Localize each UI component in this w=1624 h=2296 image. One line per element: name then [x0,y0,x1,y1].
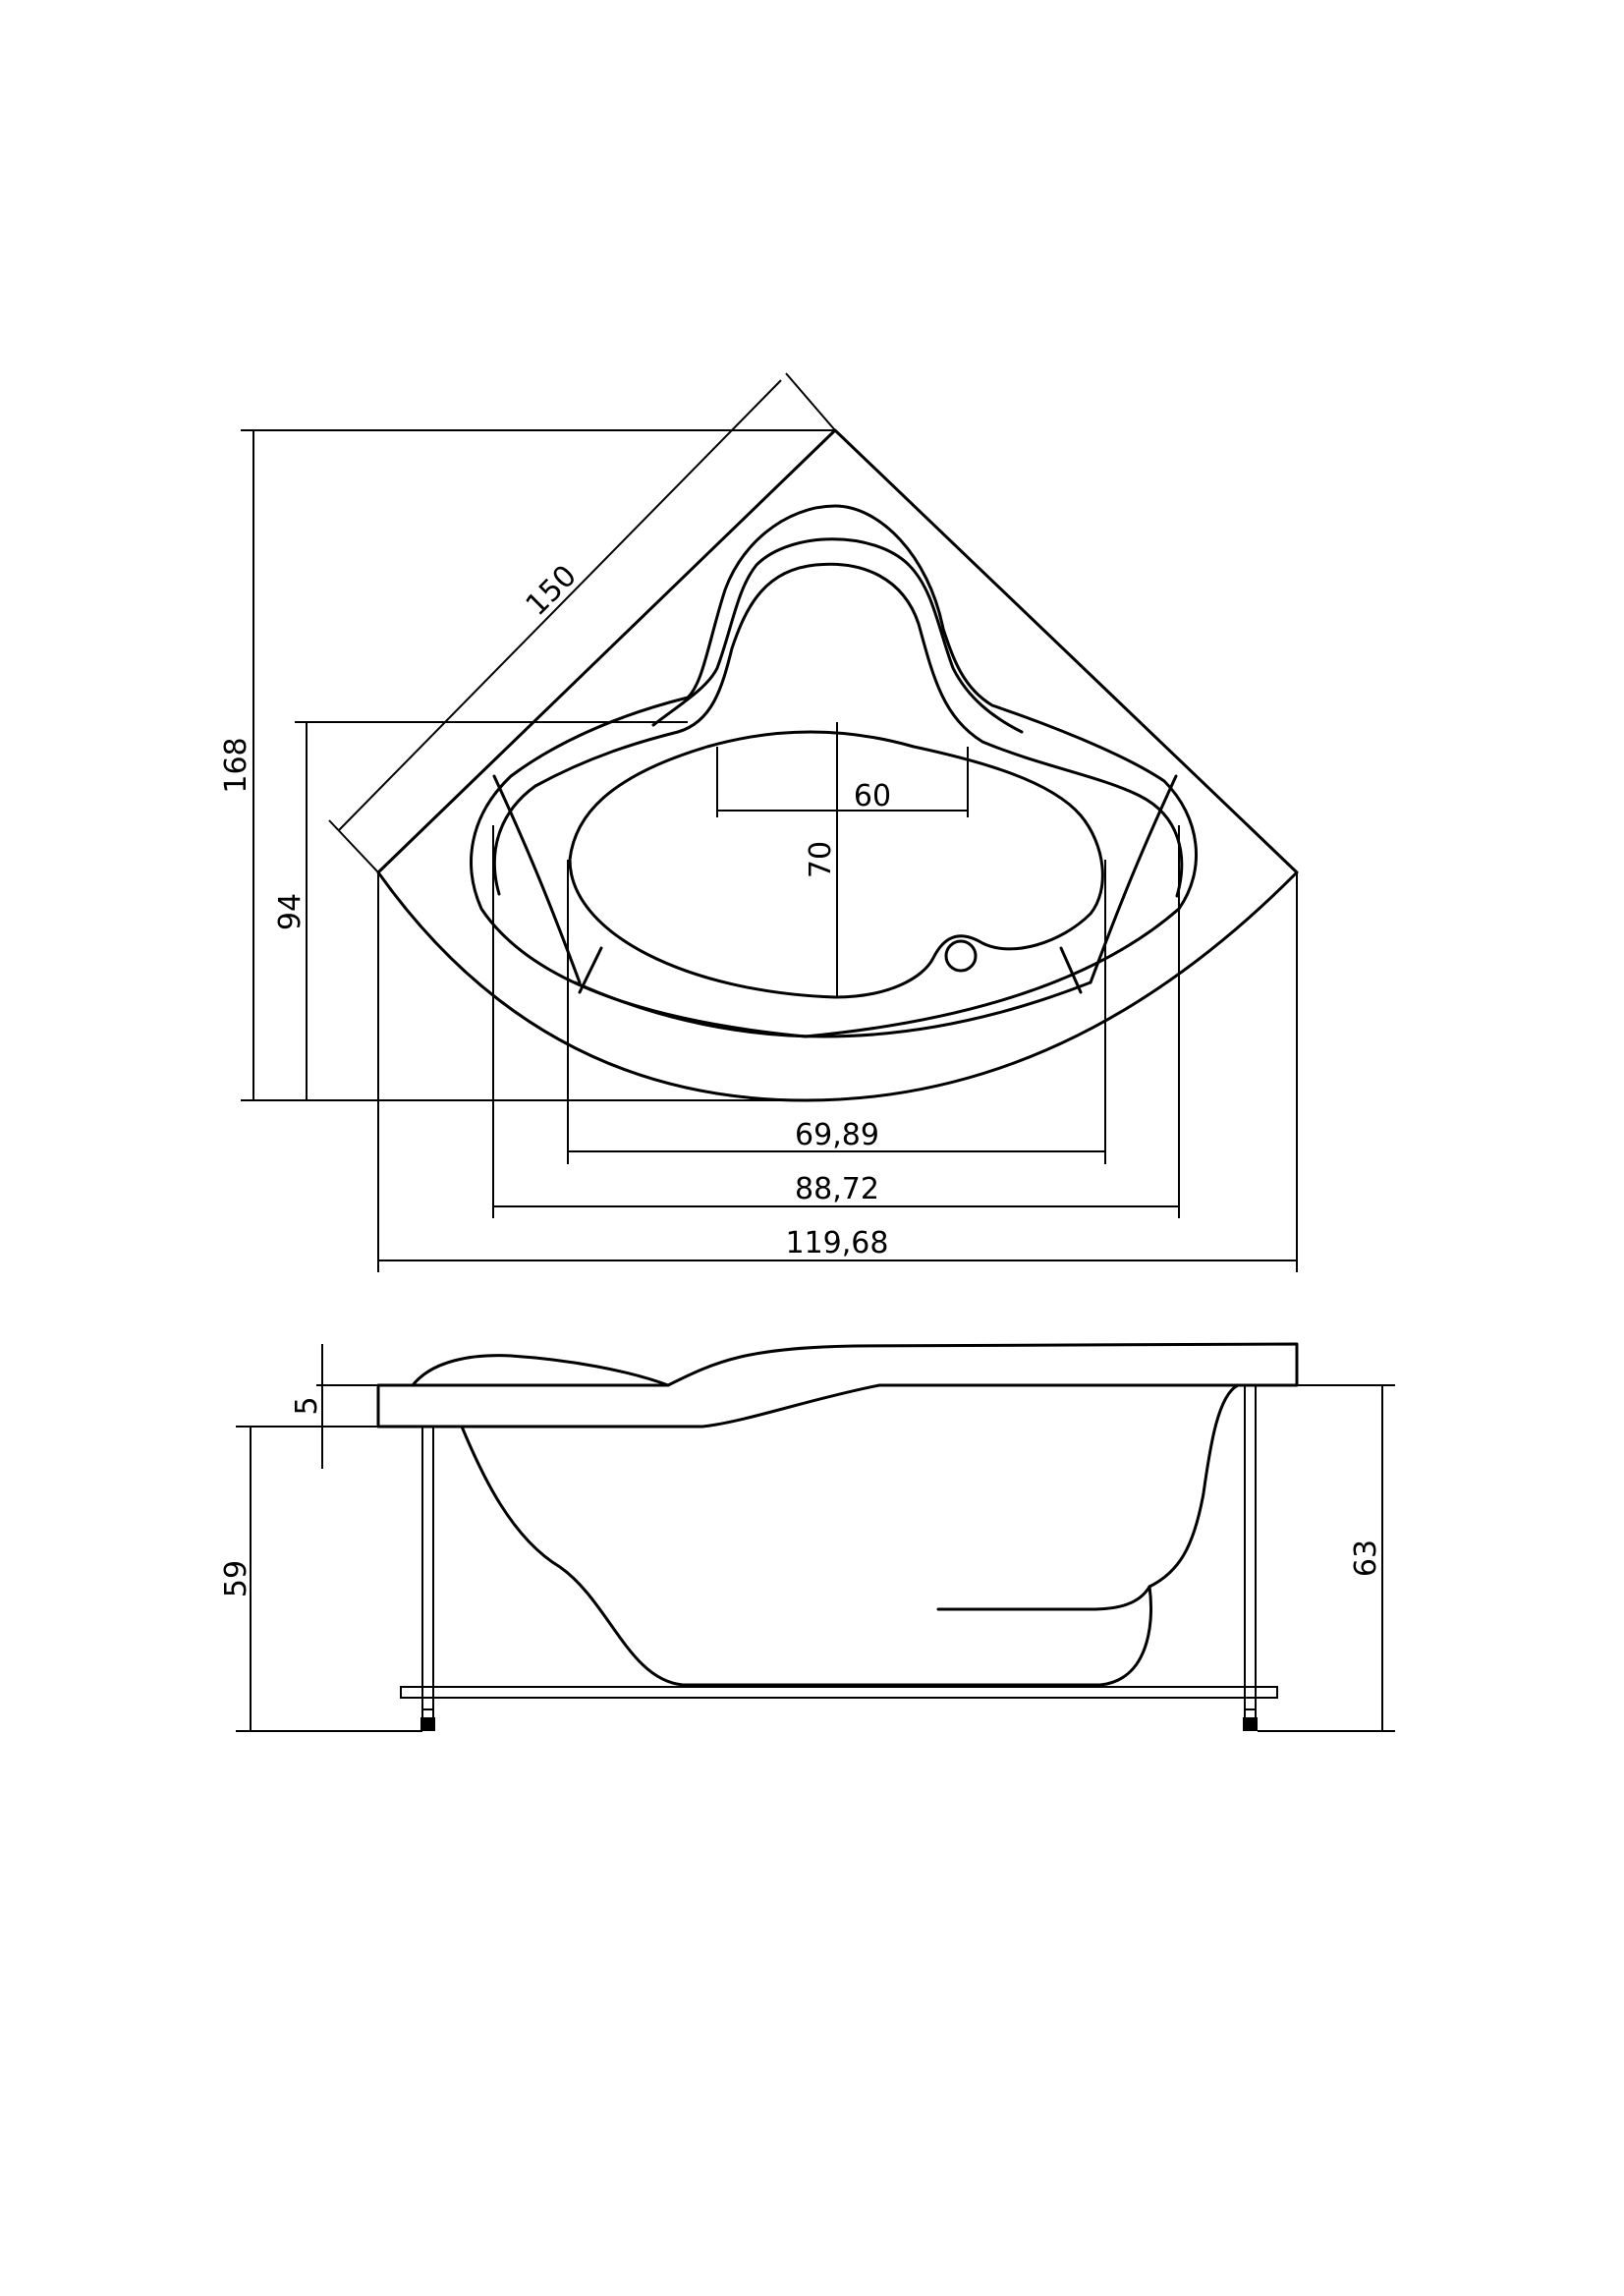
headrest-outline [651,537,1024,734]
dim-label-inner-width: 60 [854,779,891,813]
dim-line-150 [338,379,782,831]
tub-body-profile [460,1383,1240,1687]
basin-floor-outline [568,730,1104,999]
foot-right [1243,1717,1258,1731]
dim-label-width-mid: 88,72 [795,1172,879,1206]
dim-label-overall-depth: 168 [219,737,253,793]
dim-label-diagonal: 150 [520,559,584,623]
ext-line-150-a [785,372,836,431]
armrest-line-left [492,774,582,984]
dim-label-width-inner: 69,89 [795,1118,879,1152]
tub-rim-inner-edge [470,504,1198,1038]
armrest-line-right [1089,774,1178,984]
drain-icon [944,939,978,973]
dim-label-rim-thickness: 5 [290,1396,324,1415]
foot-left [420,1717,435,1731]
dim-label-total-height: 63 [1349,1540,1383,1577]
seat-edge-left [573,980,1092,1038]
dim-label-inner-length: 70 [804,841,838,878]
leg-left [421,1426,434,1710]
leg-right [1244,1384,1257,1710]
dim-label-width-overall: 119,68 [786,1226,889,1260]
ext-line-150-b [328,819,379,873]
armrest-notch-right [1059,946,1083,994]
dim-label-front-depth: 94 [273,893,308,930]
tub-outer-outline [376,428,1299,1102]
dim-label-body-height: 59 [219,1560,253,1597]
rim-slab [376,1342,1299,1428]
headrest-profile [411,1354,670,1387]
seat-line [936,1585,1151,1611]
top-view: 150 168 94 60 70 69,89 88,72 119,68 [219,372,1299,1272]
side-view: 5 59 63 [219,1342,1395,1732]
base-frame [400,1686,1278,1699]
basin-inner-edge [492,562,1184,898]
